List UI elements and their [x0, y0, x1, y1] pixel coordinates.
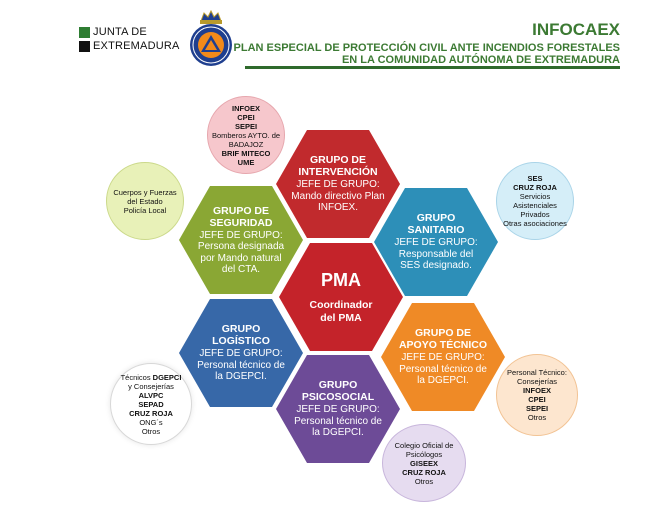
circle-text: BRIF MITECO	[221, 148, 271, 158]
circle-seguridad: Cuerpos y Fuerzas del Estado Policía Loc…	[106, 162, 184, 240]
circle-sanitario: SES CRUZ ROJA Servicios Asistenciales Pr…	[496, 162, 574, 240]
hex-grupo-intervencion: GRUPO DE INTERVENCIÓN JEFE DE GRUPO: Man…	[276, 130, 400, 238]
hex-title: GRUPO LOGÍSTICO	[212, 323, 270, 348]
circle-text: CRUZ ROJA	[402, 467, 446, 477]
circle-text-bold: DGEPCI	[152, 372, 182, 382]
pma-subtitle: Coordinador del PMA	[309, 299, 373, 324]
logo-line1: JUNTA DE	[93, 26, 147, 38]
circle-text: SEPAD	[138, 399, 164, 409]
hex-body: JEFE DE GRUPO: Personal técnico de la DG…	[197, 348, 285, 383]
circle-text: Otras asociaciones	[503, 219, 567, 228]
circle-text: CRUZ ROJA	[513, 183, 557, 192]
circle-text: Policía Local	[123, 205, 167, 215]
header-subtitle-line2: EN LA COMUNIDAD AUTÓNOMA DE EXTREMADURA	[341, 54, 620, 66]
circle-apoyo-tecnico: Personal Técnico: Consejerías INFOEX CPE…	[496, 354, 578, 436]
circle-text: GISEEX	[410, 458, 438, 468]
circle-text: y Consejerías	[128, 381, 174, 391]
hex-body: JEFE DE GRUPO: Personal técnico de la DG…	[294, 404, 382, 439]
circle-text: INFOEX	[232, 103, 260, 113]
circle-logistico: Técnicos DGEPCI y Consejerías ALVPC SEPA…	[110, 363, 192, 445]
hex-title: GRUPO PSICOSOCIAL	[301, 379, 375, 404]
circle-text: Otros	[414, 476, 434, 486]
circle-text: SEPEI	[234, 121, 258, 131]
circle-text: Cuerpos y Fuerzas del Estado	[113, 187, 177, 206]
hex-grupo-seguridad: GRUPO DE SEGURIDAD JEFE DE GRUPO: Person…	[179, 186, 303, 294]
junta-logo-text: JUNTA DE EXTREMADURA	[93, 25, 180, 53]
circle-text: ONG´s	[139, 417, 163, 427]
circle-text: Otros	[141, 426, 161, 436]
proteccion-civil-emblem-icon	[190, 9, 232, 66]
hex-title: GRUPO DE APOYO TÉCNICO	[398, 327, 488, 352]
header-rule	[245, 66, 620, 69]
hex-grupo-logistico: GRUPO LOGÍSTICO JEFE DE GRUPO: Personal …	[179, 299, 303, 407]
hex-title: GRUPO SANITARIO	[407, 212, 465, 237]
logo-square-black	[79, 41, 90, 52]
circle-text: SEPEI	[525, 404, 549, 413]
header-subtitle-line1: PLAN ESPECIAL DE PROTECCIÓN CIVIL ANTE I…	[233, 42, 620, 54]
circle-psicosocial: Colegio Oficial de Psicólogos GISEEX CRU…	[382, 424, 466, 502]
circle-text: Técnicos DGEPCI	[121, 373, 182, 382]
circle-text: Servicios Asistenciales Privados	[513, 192, 557, 219]
hex-title: GRUPO DE INTERVENCIÓN	[298, 154, 378, 179]
hex-body: JEFE DE GRUPO: Personal técnico de la DG…	[399, 352, 487, 387]
circle-text: Técnicos	[120, 372, 153, 382]
hex-title: GRUPO DE SEGURIDAD	[209, 204, 273, 229]
circle-text: ALVPC	[138, 390, 164, 400]
logo-line2: EXTREMADURA	[93, 40, 180, 52]
hex-body: JEFE DE GRUPO: Mando directivo Plan INFO…	[291, 179, 385, 214]
pma-title: PMA	[321, 270, 361, 290]
circle-text: UME	[237, 157, 255, 167]
circle-text: Colegio Oficial de Psicólogos	[394, 440, 454, 459]
junta-logo-squares	[78, 27, 90, 53]
hex-body: JEFE DE GRUPO: Responsable del SES desig…	[394, 237, 478, 272]
circle-text: Personal Técnico: Consejerías	[507, 368, 567, 386]
circle-text: Bomberos AYTO. de BADAJOZ	[211, 130, 281, 149]
circle-intervencion: INFOEX CPEI SEPEI Bomberos AYTO. de BADA…	[207, 96, 285, 174]
circle-text: INFOEX	[523, 386, 551, 395]
header-title: INFOCAEX	[532, 20, 620, 39]
circle-text: CRUZ ROJA	[129, 408, 173, 418]
hex-grupo-apoyo-tecnico: GRUPO DE APOYO TÉCNICO JEFE DE GRUPO: Pe…	[381, 303, 505, 411]
circle-text: Otros	[527, 413, 547, 422]
circle-text: CPEI	[237, 112, 255, 122]
circle-text: CPEI	[528, 395, 546, 404]
hex-body: JEFE DE GRUPO: Persona designada por Man…	[197, 229, 285, 276]
circle-text: SES	[527, 174, 543, 183]
logo-square-green	[79, 27, 90, 38]
hex-grupo-psicosocial: GRUPO PSICOSOCIAL JEFE DE GRUPO: Persona…	[276, 355, 400, 463]
